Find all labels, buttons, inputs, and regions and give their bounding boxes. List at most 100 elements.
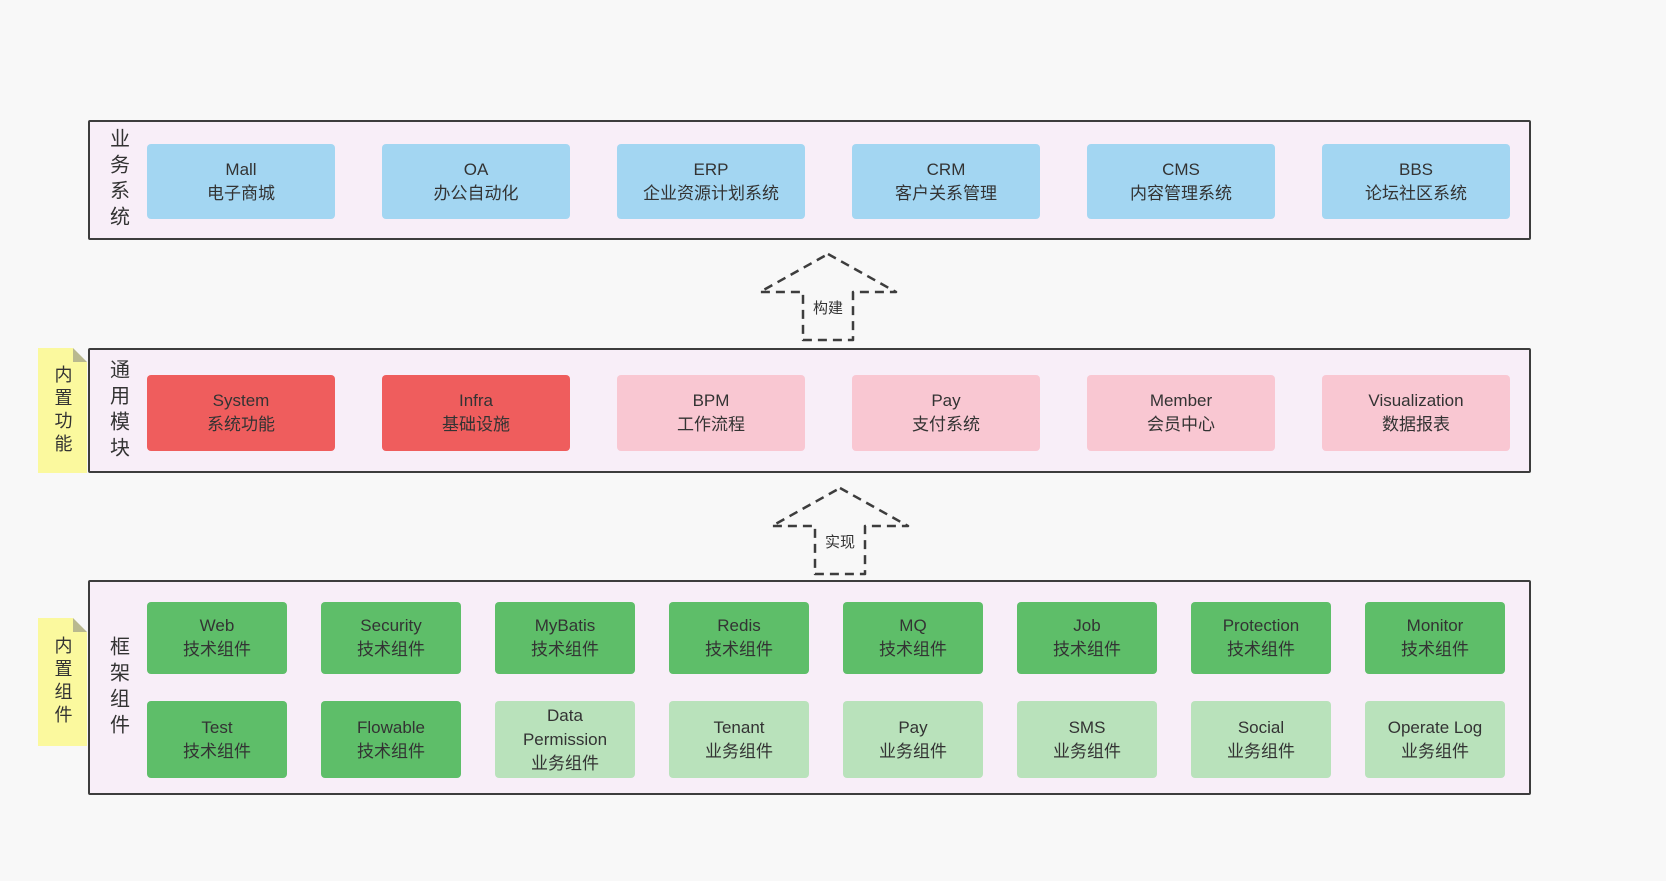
box-visualization-name: Visualization — [1368, 391, 1464, 410]
box-monitor: Monitor 技术组件 — [1365, 602, 1505, 674]
box-infra-name: Infra — [458, 391, 494, 410]
box-infra: Infra 基础设施 — [382, 375, 570, 451]
box-monitor-desc: 技术组件 — [1401, 640, 1469, 659]
box-flowable-name: Flowable — [356, 717, 426, 737]
layer-business-label-wrap: 业务系统 — [90, 122, 146, 238]
box-redis: Redis 技术组件 — [669, 602, 809, 674]
box-oa: OA 办公自动化 — [382, 144, 570, 219]
box-data-permission-desc: 业务组件 — [531, 753, 599, 773]
box-social: Social 业务组件 — [1191, 701, 1331, 778]
sticky-built-in-features: 内置功能 — [38, 348, 87, 473]
module-boxes-row: System 系统功能 Infra 基础设施 BPM 工作流程 Pay 支付系统… — [147, 375, 1510, 451]
box-bbs-name: BBS — [1398, 159, 1434, 179]
box-job-desc: 技术组件 — [1053, 640, 1121, 659]
box-security: Security 技术组件 — [321, 602, 461, 674]
box-member: Member 会员中心 — [1087, 375, 1275, 451]
box-redis-name: Redis — [717, 616, 761, 635]
box-pay-component-name: Pay — [898, 717, 928, 737]
box-operate-log: Operate Log 业务组件 — [1365, 701, 1505, 778]
box-system-desc: 系统功能 — [207, 415, 275, 434]
box-crm-desc: 客户关系管理 — [895, 183, 997, 203]
layer-business-systems: 业务系统 Mall 电子商城 OA 办公自动化 ERP 企业资源计划系统 CRM… — [88, 120, 1531, 240]
box-web-desc: 技术组件 — [183, 640, 251, 659]
box-test-name: Test — [201, 717, 233, 737]
box-visualization: Visualization 数据报表 — [1322, 375, 1510, 451]
box-oa-name: OA — [463, 159, 489, 179]
box-operate-log-name: Operate Log — [1387, 717, 1483, 737]
box-job-name: Job — [1073, 616, 1101, 635]
layer-modules-label-wrap: 通用模块 — [90, 350, 146, 471]
box-mall: Mall 电子商城 — [147, 144, 335, 219]
sticky-built-in-components: 内置组件 — [38, 618, 87, 746]
box-redis-desc: 技术组件 — [705, 640, 773, 659]
box-crm: CRM 客户关系管理 — [852, 144, 1040, 219]
box-monitor-name: Monitor — [1406, 616, 1464, 635]
box-web: Web 技术组件 — [147, 602, 287, 674]
box-system-name: System — [212, 391, 270, 410]
box-mybatis-name: MyBatis — [534, 616, 596, 635]
box-mq-name: MQ — [899, 616, 927, 635]
box-pay-module-name: Pay — [931, 391, 961, 410]
layer-business-label: 业务系统 — [106, 128, 129, 232]
box-mq-desc: 技术组件 — [879, 640, 947, 659]
box-bpm-name: BPM — [692, 391, 730, 410]
box-operate-log-desc: 业务组件 — [1401, 741, 1469, 761]
box-social-desc: 业务组件 — [1227, 741, 1295, 761]
box-sms-desc: 业务组件 — [1053, 741, 1121, 761]
box-bbs: BBS 论坛社区系统 — [1322, 144, 1510, 219]
component-boxes-row-1: Web 技术组件 Security 技术组件 MyBatis 技术组件 Redi… — [147, 602, 1505, 674]
sticky-built-in-features-label: 内置功能 — [52, 364, 73, 457]
business-boxes-row: Mall 电子商城 OA 办公自动化 ERP 企业资源计划系统 CRM 客户关系… — [147, 144, 1510, 219]
box-mall-desc: 电子商城 — [207, 183, 275, 203]
box-infra-desc: 基础设施 — [442, 415, 510, 434]
box-pay-module-desc: 支付系统 — [912, 415, 980, 434]
box-pay-component-desc: 业务组件 — [879, 741, 947, 761]
box-job: Job 技术组件 — [1017, 602, 1157, 674]
box-mall-name: Mall — [225, 159, 257, 179]
layer-modules-label: 通用模块 — [106, 358, 129, 463]
box-test-desc: 技术组件 — [183, 741, 251, 761]
box-cms: CMS 内容管理系统 — [1087, 144, 1275, 219]
box-protection-name: Protection — [1222, 616, 1300, 635]
box-member-desc: 会员中心 — [1147, 415, 1215, 434]
box-data-permission-name: Data Permission — [522, 705, 608, 749]
implement-arrow-label: 实现 — [821, 530, 859, 553]
box-erp: ERP 企业资源计划系统 — [617, 144, 805, 219]
box-social-name: Social — [1237, 717, 1285, 737]
layer-components-label-wrap: 框架组件 — [90, 582, 146, 793]
box-visualization-desc: 数据报表 — [1382, 415, 1450, 434]
component-boxes-row-2: Test 技术组件 Flowable 技术组件 Data Permission … — [147, 701, 1505, 778]
box-web-name: Web — [199, 616, 235, 635]
implement-arrow: 实现 — [770, 486, 910, 576]
box-erp-name: ERP — [693, 159, 729, 179]
box-mybatis: MyBatis 技术组件 — [495, 602, 635, 674]
box-mybatis-desc: 技术组件 — [531, 640, 599, 659]
box-protection-desc: 技术组件 — [1227, 640, 1295, 659]
box-tenant-desc: 业务组件 — [705, 741, 773, 761]
layer-components-label: 框架组件 — [106, 635, 129, 740]
box-system: System 系统功能 — [147, 375, 335, 451]
box-pay-component: Pay 业务组件 — [843, 701, 983, 778]
box-security-desc: 技术组件 — [357, 640, 425, 659]
box-oa-desc: 办公自动化 — [433, 183, 519, 203]
box-flowable: Flowable 技术组件 — [321, 701, 461, 778]
box-mq: MQ 技术组件 — [843, 602, 983, 674]
box-tenant-name: Tenant — [713, 717, 765, 737]
layer-common-modules: 通用模块 System 系统功能 Infra 基础设施 BPM 工作流程 Pay… — [88, 348, 1531, 473]
box-sms: SMS 业务组件 — [1017, 701, 1157, 778]
box-pay-module: Pay 支付系统 — [852, 375, 1040, 451]
layer-framework-components: 框架组件 Web 技术组件 Security 技术组件 MyBatis 技术组件… — [88, 580, 1531, 795]
box-test: Test 技术组件 — [147, 701, 287, 778]
box-security-name: Security — [360, 616, 422, 635]
build-arrow-label: 构建 — [809, 296, 847, 319]
build-arrow: 构建 — [758, 252, 898, 342]
box-member-name: Member — [1149, 391, 1213, 410]
box-sms-name: SMS — [1068, 717, 1106, 737]
box-flowable-desc: 技术组件 — [357, 741, 425, 761]
box-bpm-desc: 工作流程 — [677, 415, 745, 434]
box-bpm: BPM 工作流程 — [617, 375, 805, 451]
box-data-permission: Data Permission 业务组件 — [495, 701, 635, 778]
box-cms-desc: 内容管理系统 — [1130, 183, 1232, 203]
sticky-built-in-components-label: 内置组件 — [52, 636, 73, 728]
